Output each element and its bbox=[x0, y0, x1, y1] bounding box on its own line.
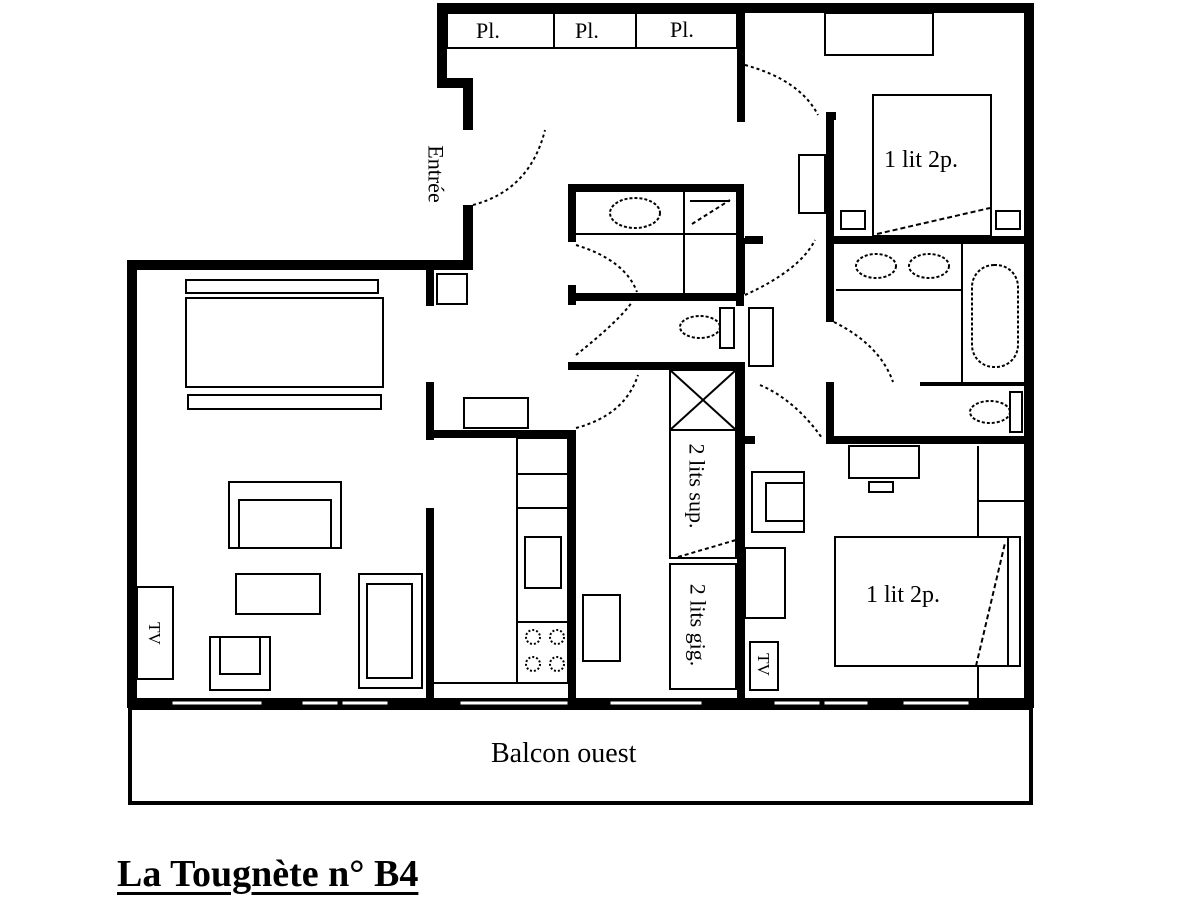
bedroom-south-bed-label: 1 lit 2p. bbox=[866, 582, 941, 608]
closet-label-1: Pl. bbox=[476, 18, 500, 43]
bunk-upper-label: 2 lits sup. bbox=[684, 443, 710, 529]
bedroom-north-bed-label: 1 lit 2p. bbox=[884, 147, 959, 173]
walls bbox=[127, 3, 1034, 708]
closet-label-3: Pl. bbox=[670, 17, 694, 42]
tv-label-living: TV bbox=[144, 622, 164, 645]
tv-label-bedroom: TV bbox=[753, 653, 773, 676]
entrance-label: Entrée bbox=[423, 145, 449, 203]
balcony-label: Balcon ouest bbox=[491, 738, 637, 769]
plan-title: La Tougnète n° B4 bbox=[117, 853, 419, 895]
fixtures bbox=[128, 12, 1033, 805]
bunk-lower-label: 2 lits gig. bbox=[685, 583, 711, 667]
closet-label-2: Pl. bbox=[575, 18, 599, 43]
windows bbox=[171, 700, 970, 706]
door-swings bbox=[472, 64, 894, 439]
